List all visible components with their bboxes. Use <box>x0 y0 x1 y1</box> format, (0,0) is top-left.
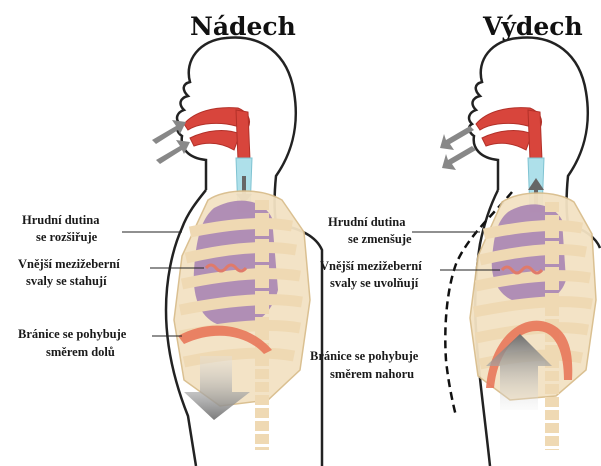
inhale-panel: Nádech <box>18 12 322 466</box>
exhale-diaphragm-label-1: Bránice se pohybuje <box>310 349 419 363</box>
inhale-cavity-label-2: se rozšiřuje <box>36 230 98 244</box>
exhale-cavity-label-1: Hrudní dutina <box>328 215 406 229</box>
exhale-cavity-label-2: se zmenšuje <box>348 232 412 246</box>
inhale-muscles-label-2: svaly se stahují <box>26 274 107 288</box>
inhale-muscles-label-1: Vnější mezižeberní <box>18 257 120 271</box>
inhale-ribcage <box>174 191 310 450</box>
exhale-muscles-label-2: svaly se uvolňují <box>330 276 419 290</box>
inhale-diaphragm-label-1: Bránice se pohybuje <box>18 327 127 341</box>
exhale-panel: Výdech <box>310 12 600 466</box>
exhale-muscles-label-1: Vnější mezižeberní <box>320 259 422 273</box>
exhale-diaphragm-label-2: směrem nahoru <box>330 367 414 381</box>
inhale-diaphragm-label-2: směrem dolů <box>46 345 115 359</box>
inhale-cavity-label-1: Hrudní dutina <box>22 213 100 227</box>
